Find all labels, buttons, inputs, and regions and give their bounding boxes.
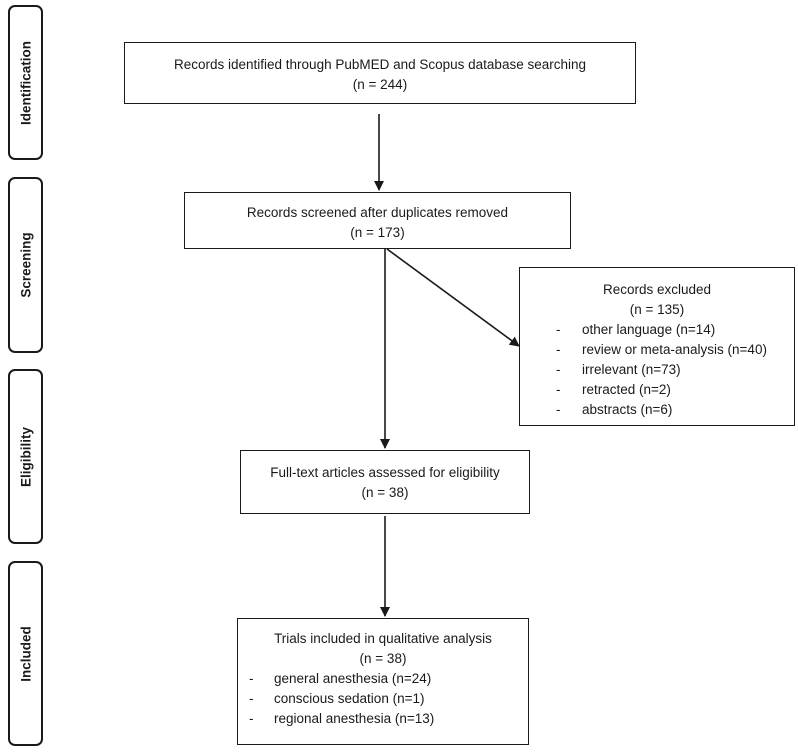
fulltext-assessed-text: Full-text articles assessed for eligibil… bbox=[270, 465, 500, 480]
phase-identification-label: Identification bbox=[18, 40, 33, 125]
fulltext-assessed-box: Full-text articles assessed for eligibil… bbox=[240, 450, 530, 514]
trials-included-count: (n = 38) bbox=[359, 651, 407, 666]
phase-screening-label: Screening bbox=[18, 232, 33, 298]
included-groups-list: -general anesthesia (n=24) -conscious se… bbox=[249, 669, 528, 729]
list-item: -regional anesthesia (n=13) bbox=[249, 711, 435, 726]
records-screened-count: (n = 173) bbox=[350, 225, 405, 240]
trials-included-title: Trials included in qualitative analysis bbox=[274, 631, 492, 646]
list-item: -irrelevant (n=73) bbox=[556, 362, 681, 377]
arrow-screened-to-excluded bbox=[386, 248, 520, 347]
phase-identification: Identification bbox=[8, 5, 43, 160]
fulltext-assessed-count: (n = 38) bbox=[361, 485, 409, 500]
records-excluded-title: Records excluded bbox=[602, 282, 712, 297]
phase-eligibility: Eligibility bbox=[8, 369, 43, 544]
list-item: -abstracts (n=6) bbox=[556, 402, 673, 417]
trials-included-box: Trials included in qualitative analysis … bbox=[237, 618, 529, 745]
excluded-reasons-list: -other language (n=14) -review or meta-a… bbox=[556, 320, 794, 420]
phase-included-label: Included bbox=[18, 625, 33, 682]
list-item: -retracted (n=2) bbox=[556, 382, 671, 397]
list-item: -review or meta-analysis (n=40) bbox=[556, 342, 767, 357]
records-identified-count: (n = 244) bbox=[352, 77, 408, 92]
records-screened-box: Records screened after duplicates remove… bbox=[184, 192, 571, 249]
list-item: -other language (n=14) bbox=[556, 322, 716, 337]
records-excluded-box: Records excluded (n = 135) -other langua… bbox=[519, 267, 795, 426]
records-identified-box: Records identified through PubMED and Sc… bbox=[124, 42, 636, 104]
phase-eligibility-label: Eligibility bbox=[18, 426, 33, 487]
records-screened-text: Records screened after duplicates remove… bbox=[246, 205, 509, 220]
list-item: -conscious sedation (n=1) bbox=[249, 691, 425, 706]
records-excluded-count: (n = 135) bbox=[629, 302, 685, 317]
phase-included: Included bbox=[8, 561, 43, 746]
records-identified-text: Records identified through PubMED and Sc… bbox=[173, 57, 586, 72]
phase-screening: Screening bbox=[8, 177, 43, 353]
list-item: -general anesthesia (n=24) bbox=[249, 671, 432, 686]
